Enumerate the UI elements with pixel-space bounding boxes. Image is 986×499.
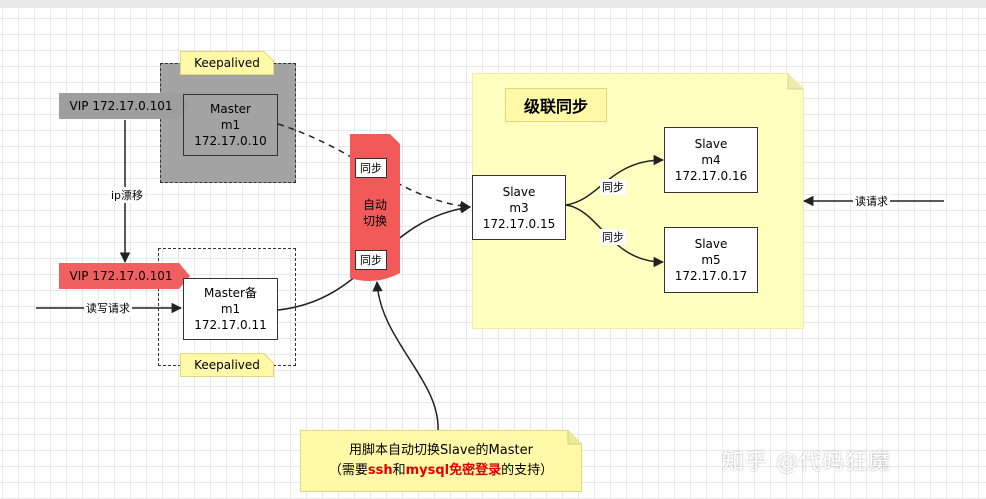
slave-m4-host: m4 xyxy=(701,153,721,167)
master-node-backup: Master备 m1 172.17.0.11 xyxy=(183,278,278,340)
master-backup-ip: 172.17.0.11 xyxy=(194,318,267,332)
script-note-line1: 用脚本自动切换Slave的Master xyxy=(349,443,533,458)
top-bar xyxy=(0,0,986,8)
cascade-sync-title: 级联同步 xyxy=(505,88,607,122)
vip-tag-top-bg xyxy=(59,93,190,119)
master-top-host: m1 xyxy=(220,118,241,132)
script-note-bg xyxy=(300,430,582,492)
vip-tag-top: VIP 172.17.0.101 xyxy=(69,99,173,113)
ip-drift-label: ip漂移 xyxy=(109,187,146,203)
slave-node-m3: Slave m3 172.17.0.15 xyxy=(472,175,566,240)
slave-m3-ip: 172.17.0.15 xyxy=(482,216,556,231)
slave-node-m5: Slave m5 172.17.0.17 xyxy=(664,227,758,293)
keepalived-label-top-bg xyxy=(180,51,274,75)
read-request-label: 读请求 xyxy=(853,193,890,209)
keepalived-group-top xyxy=(160,63,296,183)
master-backup-host: m1 xyxy=(220,302,241,316)
slave-node-m4: Slave m4 172.17.0.16 xyxy=(664,127,758,193)
watermark: 知乎 @代码狂魔 xyxy=(722,450,891,475)
note-arrow xyxy=(372,280,439,431)
slave-m3-host: m3 xyxy=(509,200,529,215)
sync-m4-label: 同步 xyxy=(600,179,626,195)
keepalived-label-top: Keepalived xyxy=(194,56,260,70)
note-paren-close: 的支持） xyxy=(501,463,554,478)
slave-m4-name: Slave xyxy=(694,137,728,151)
slave-m4-ip: 172.17.0.16 xyxy=(674,169,748,183)
note-and: 和 xyxy=(392,463,406,478)
sync-m5-label: 同步 xyxy=(600,229,626,245)
slave-m3-name: Slave xyxy=(502,184,536,199)
master-top-name: Master xyxy=(210,102,251,116)
switch-sync-top: 同步 xyxy=(355,158,387,178)
note-paren-open: （需要 xyxy=(328,463,368,478)
keepalived-label-bottom: Keepalived xyxy=(194,358,260,372)
keepalived-label-bottom-bg xyxy=(180,353,274,377)
switch-sync-bottom: 同步 xyxy=(355,250,387,270)
script-note-line2: （需要ssh和mysql免密登录的支持） xyxy=(329,461,553,481)
script-note: 用脚本自动切换Slave的Master （需要ssh和mysql免密登录的支持） xyxy=(300,432,582,490)
master-node-top: Master m1 172.17.0.10 xyxy=(183,94,278,156)
master-top-ip: 172.17.0.10 xyxy=(194,134,267,148)
slave-m5-host: m5 xyxy=(701,253,721,267)
vip-tag-bottom-bg xyxy=(59,263,190,289)
slave-m5-ip: 172.17.0.17 xyxy=(674,269,748,283)
auto-switch-label: 自动切换 xyxy=(362,198,387,228)
note-ssh: ssh xyxy=(367,463,393,478)
slave-m5-name: Slave xyxy=(694,237,728,251)
master-backup-name: Master备 xyxy=(204,286,257,300)
read-write-label: 读写请求 xyxy=(84,300,132,316)
note-mysql: mysql免密登录 xyxy=(405,463,502,478)
vip-tag-bottom: VIP 172.17.0.101 xyxy=(69,269,173,283)
